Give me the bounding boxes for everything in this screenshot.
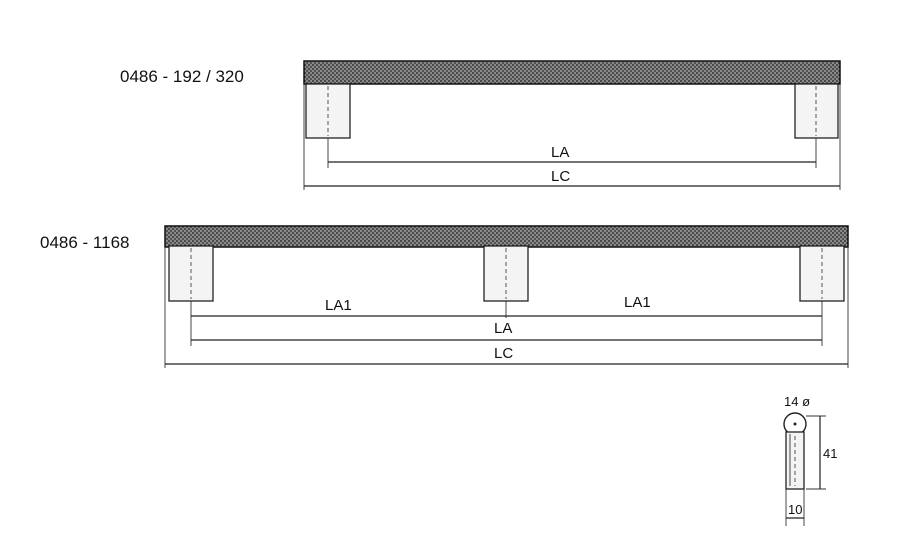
- dimension-label-la: LA: [551, 144, 569, 161]
- dimension-label-lc: LC: [551, 168, 570, 185]
- section-view: 14 ø 41 10: [783, 394, 837, 526]
- diameter-label: 14 ø: [784, 394, 810, 409]
- product-code-1168: 0486 - 1168: [40, 233, 129, 252]
- handle-1168: 0486 - 1168 LA1 LA1 LA LC: [40, 225, 849, 368]
- dimension-label-la1-right: LA1: [624, 294, 651, 311]
- dimension-label-lc: LC: [494, 345, 513, 362]
- dimension-label-la1-left: LA1: [325, 297, 352, 314]
- width-label: 10: [788, 502, 802, 517]
- right-post: [794, 83, 839, 139]
- knurled-bar: [164, 225, 849, 248]
- product-code-192-320: 0486 - 192 / 320: [120, 67, 244, 86]
- height-label: 41: [823, 446, 837, 461]
- dimension-label-la: LA: [494, 320, 512, 337]
- knurled-bar: [303, 60, 841, 85]
- handle-192-320: 0486 - 192 / 320 LA LC: [120, 60, 841, 190]
- section-center-dot: [793, 422, 797, 426]
